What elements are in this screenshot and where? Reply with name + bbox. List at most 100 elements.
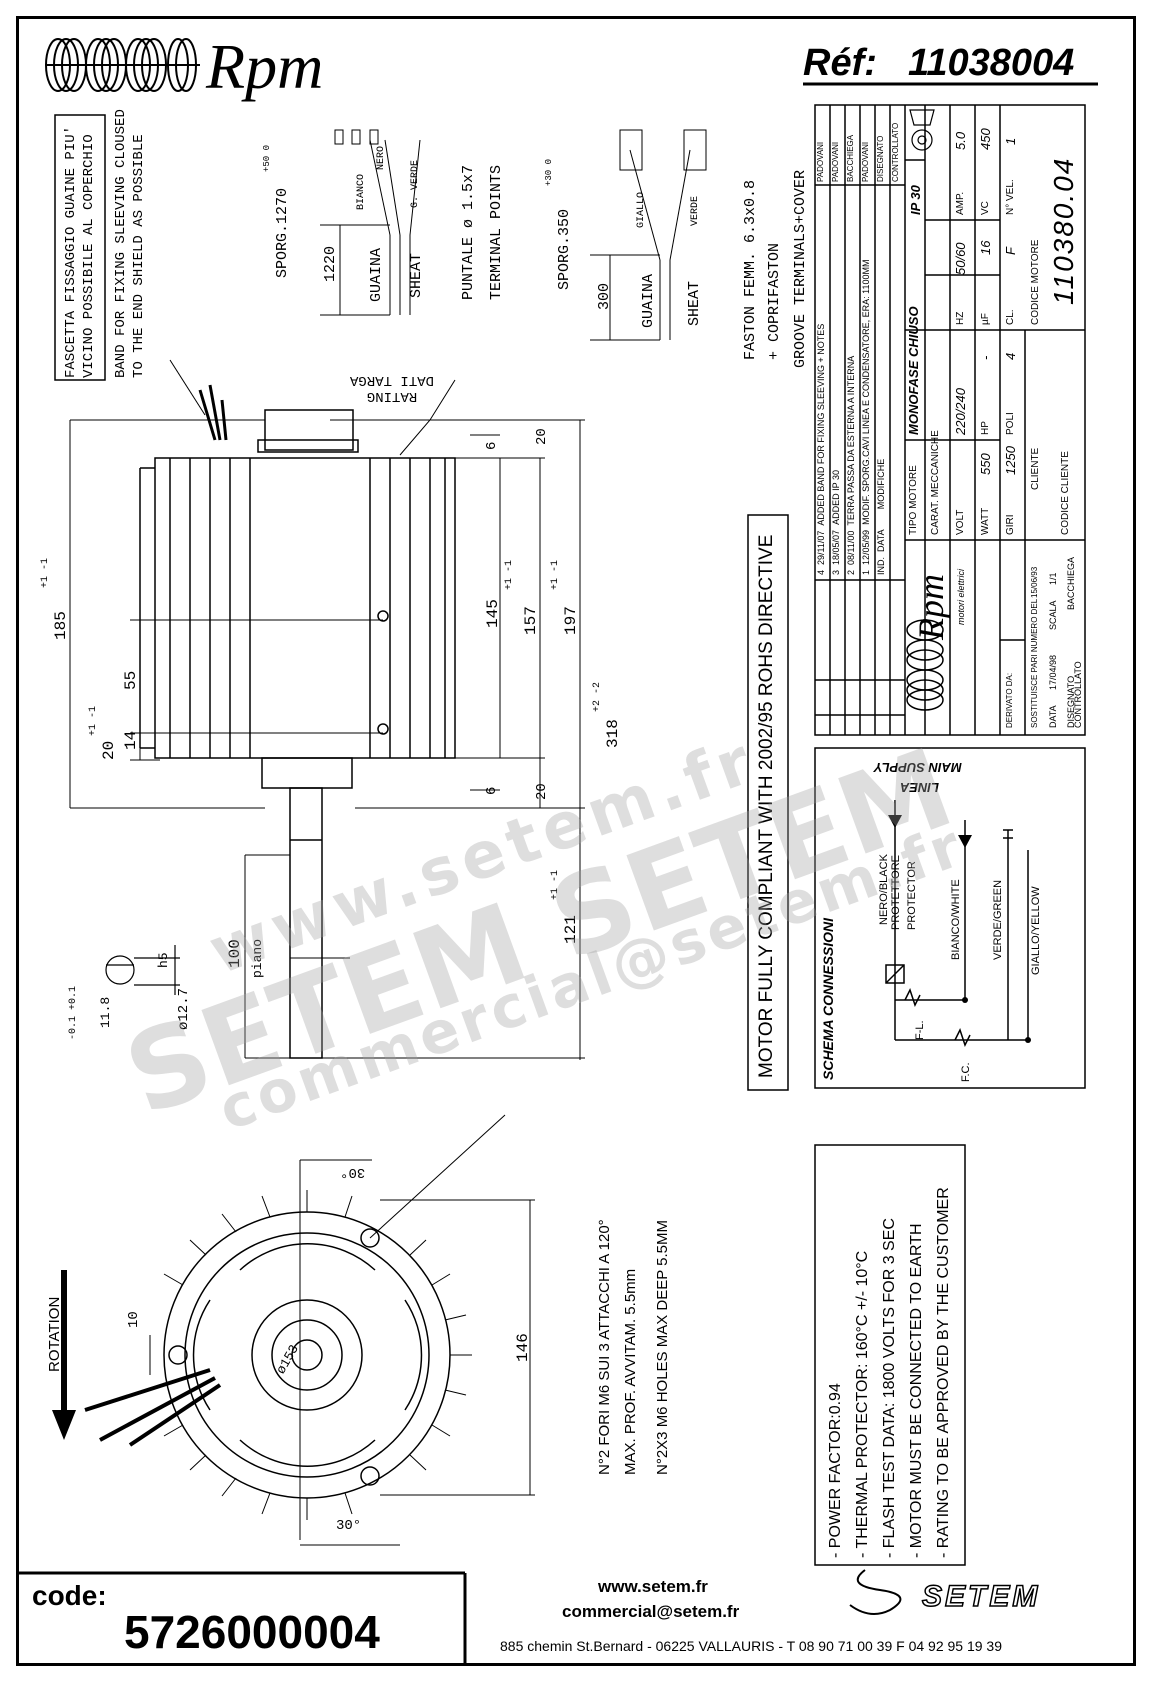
- protector-label: PROTECTOR: [906, 861, 918, 930]
- data-label: DATA: [1048, 705, 1058, 728]
- cliente-label: CLIENTE: [1030, 447, 1041, 490]
- vc-label: VC: [980, 201, 991, 215]
- rev-3: 3 18/05/07 ADDED IP 30: [831, 470, 841, 575]
- rev-4: 4 29/11/07 ADDED BAND FOR FIXING SLEEVIN…: [816, 323, 826, 575]
- title-block-logo-sub: motori elettrici: [956, 568, 966, 625]
- wire-nero-black: NERO/BLACK: [878, 854, 890, 925]
- vc-value: 450: [978, 128, 993, 150]
- sheat-2: SHEAT: [686, 280, 703, 326]
- hp-label: HP: [980, 421, 991, 435]
- footer-web: www.setem.fr: [598, 1577, 708, 1596]
- monofase-value: MONOFASE CHIUSO: [906, 306, 921, 435]
- dim-185-tol: +1 -1: [40, 557, 51, 588]
- sostituisce-label: SOSTITUISCE PARI NUMERO DEL: [1030, 598, 1039, 728]
- person-2: PADOVANI: [831, 141, 840, 182]
- reference-label: Réf:: [803, 42, 877, 84]
- setem-logo-swirl: [849, 1569, 902, 1615]
- person-1: PADOVANI: [816, 141, 825, 182]
- poli-label: POLI: [1005, 412, 1016, 435]
- setem-logo: SETEM: [921, 1579, 1041, 1614]
- watt-value: 550: [978, 453, 993, 475]
- holes-note-line3: N°2X3 M6 HOLES MAX DEEP 5.5MM: [654, 1220, 671, 1475]
- wire-label-bianco: BIANCO: [356, 173, 367, 210]
- rpm-logo-coils: [45, 38, 200, 92]
- amp-label: AMP.: [955, 191, 966, 215]
- person-4: PADOVANI: [861, 141, 870, 182]
- controllato-header: CONTROLLATO: [891, 122, 900, 182]
- hz-value: 50/60: [953, 242, 968, 275]
- sporg-350-tol: +30 0: [544, 158, 554, 186]
- linea-label: LINEA: [900, 780, 939, 795]
- dim-11-8: 11.8: [98, 996, 113, 1028]
- dim-6-bottom: 6: [484, 786, 500, 795]
- codice-motore-label: CODICE MOTORE: [1030, 239, 1041, 325]
- dim-121-tol: +1 -1: [550, 869, 561, 900]
- uf-value: 16: [978, 240, 993, 255]
- fc-label: F.C.: [960, 1062, 972, 1082]
- dim-300: 300: [596, 282, 613, 310]
- sheat-1: SHEAT: [408, 252, 425, 298]
- giri-value: 1250: [1003, 446, 1018, 475]
- coprifaston-label: + COPRIFASTON: [766, 242, 783, 360]
- angle-top: 30°: [340, 1164, 366, 1180]
- technical-notes: - POWER FACTOR:0.94 - THERMAL PROTECTOR:…: [827, 1187, 952, 1558]
- disegnato-value: BACCHIEGA: [1066, 556, 1076, 610]
- motor-end-view: [163, 1211, 451, 1499]
- poli-value: 4: [1003, 352, 1018, 360]
- schema-title: SCHEMA CONNESSIONI: [820, 917, 836, 1080]
- dim-11-8-tol: -0.1 +0.1: [68, 985, 79, 1040]
- dim-100: 100: [226, 939, 244, 968]
- holes-note-line1: N°2 FORI M6 SUI 3 ATTACCHI A 120°: [596, 1219, 613, 1475]
- vel-label: N° VEL.: [1005, 179, 1016, 215]
- hp-value: -: [978, 355, 993, 360]
- dim-1220: 1220: [322, 245, 339, 282]
- codice-motore-value: 110380.04: [1048, 156, 1079, 305]
- derivato-label: DERIVATO DA:: [1005, 672, 1014, 728]
- dim-h5: h5: [156, 952, 171, 968]
- wire-label-nero: NERO: [376, 145, 387, 170]
- amp-value: 5.0: [953, 131, 968, 150]
- tipo-motore-label: TIPO MOTORE: [908, 465, 919, 535]
- sporg-1270-tol: +50 0: [262, 144, 272, 172]
- codice-cliente-label: CODICE CLIENTE: [1060, 451, 1071, 535]
- dim-157: 157: [522, 606, 540, 635]
- wire-verde-green: VERDE/GREEN: [992, 879, 1004, 960]
- person-3: BACCHIEGA: [846, 134, 855, 182]
- angle-bottom: 30°: [336, 1518, 362, 1534]
- dim-55: 55: [122, 670, 140, 690]
- watt-label: WATT: [980, 507, 991, 535]
- hz-label: HZ: [955, 311, 966, 325]
- faston-label: FASTON FEMM. 6.3x0.8: [742, 179, 759, 360]
- wiring-schematic: [814, 747, 1086, 1089]
- wire-giallo-yellow: GIALLO/YELLOW: [1030, 886, 1042, 975]
- cl-value: F: [1003, 247, 1018, 255]
- protettore-label: PROTETTORE: [890, 855, 902, 930]
- scala-label: SCALA: [1048, 600, 1058, 630]
- puntale-label: PUNTALE ø 1.5x7: [460, 164, 477, 300]
- volt-label: VOLT: [955, 509, 966, 535]
- terminal-points-label: TERMINAL POINTS: [488, 164, 505, 300]
- rev-header: IND. DATA MODIFICHE: [876, 458, 886, 575]
- rev-1: 1 12/05/99 MODIF. SPORG.CAVI LINEA E CON…: [861, 259, 871, 576]
- dim-d12-7: ø12.7: [176, 987, 192, 1030]
- footer-address: 885 chemin St.Bernard - 06225 VALLAURIS …: [500, 1638, 1002, 1654]
- title-block: [814, 104, 1086, 736]
- uf-label: µF: [980, 313, 991, 325]
- dim-20-top: 20: [534, 428, 550, 445]
- brand-logo-text: Rpm: [206, 31, 324, 102]
- dim-197: 197: [562, 606, 580, 635]
- sporg-350: SPORG.350: [556, 208, 573, 290]
- data-value: 17/04/98: [1048, 654, 1058, 690]
- wire-label-gverde: G. VERDE: [410, 159, 421, 208]
- wire-bianco-white: BIANCO/WHITE: [950, 879, 962, 960]
- dim-185: 185: [52, 611, 70, 640]
- fixing-band-note-it: FASCETTA FISSAGGIO GUAINE PIU'VICINO POS…: [63, 125, 97, 378]
- holes-note-line2: MAX. PROF. AVVITAM. 5.5mm: [622, 1268, 639, 1475]
- rev-2: 2 08/11/00 TERRA PASSA DA ESTERNA A INTE…: [846, 355, 856, 575]
- dim-121: 121: [562, 915, 580, 944]
- dim-20-tol: +1 -1: [88, 705, 99, 736]
- groove-label: GROOVE TERMINALS+COVER: [792, 169, 809, 368]
